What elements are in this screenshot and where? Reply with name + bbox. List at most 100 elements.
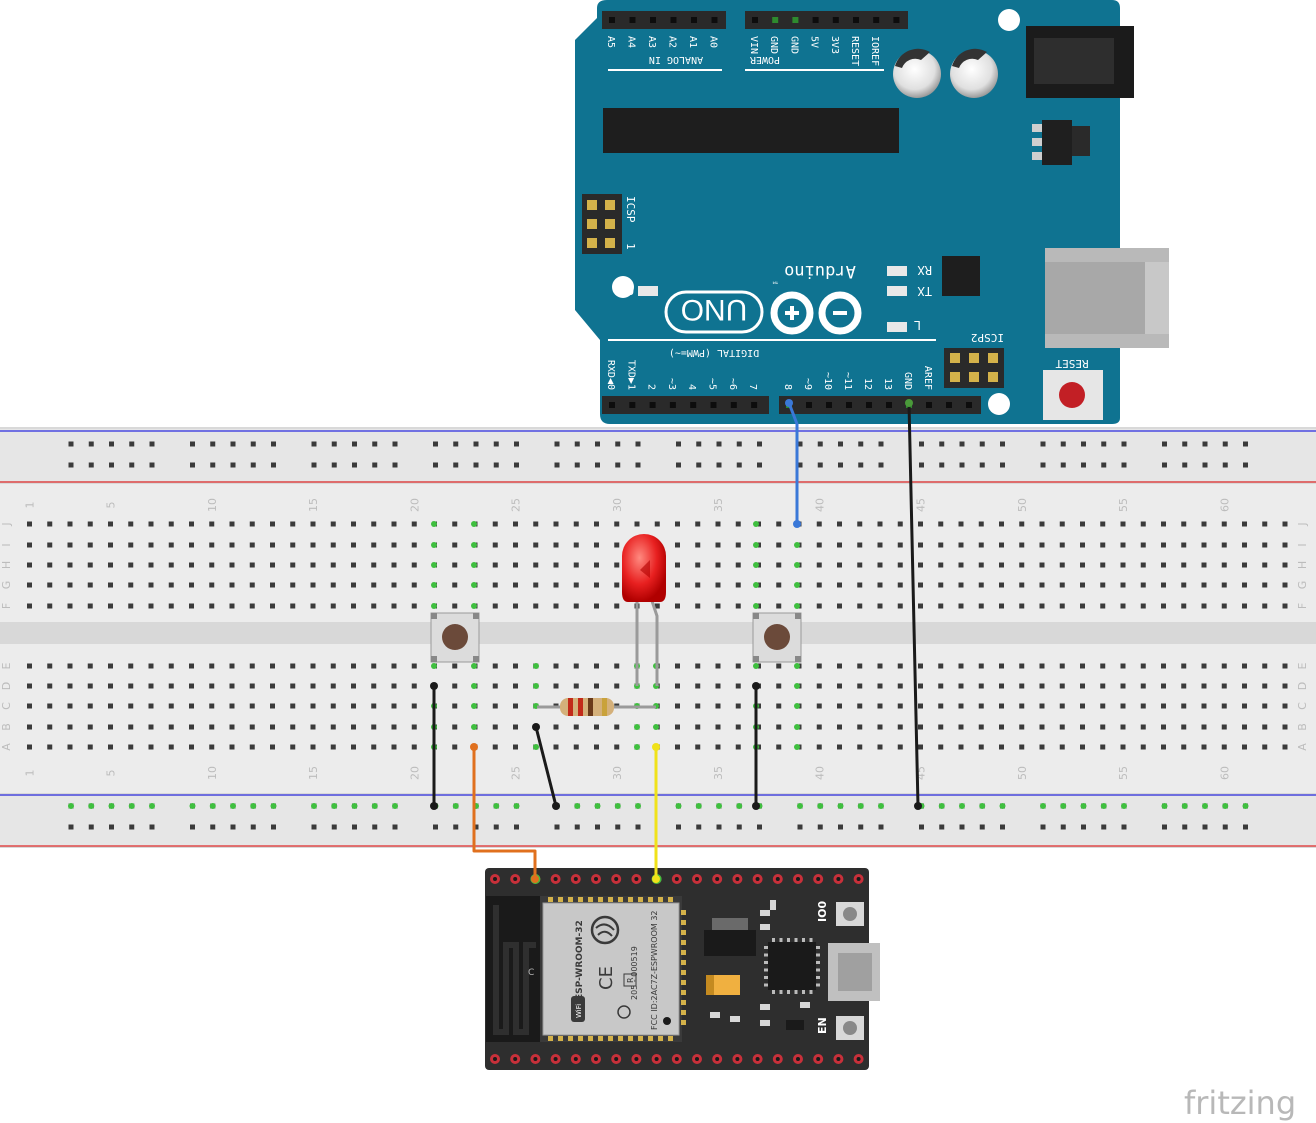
connected-hole: [431, 542, 437, 548]
ce-mark: CE: [596, 966, 617, 990]
breadboard-hole: [735, 603, 741, 609]
breadboard-hole: [108, 683, 113, 689]
breadboard-hole: [391, 521, 397, 527]
breadboard-hole: [513, 542, 518, 548]
breadboard-hole: [877, 562, 883, 568]
rail-hole: [493, 441, 499, 447]
chip-pin: [816, 983, 820, 987]
pin1-dot: [663, 1017, 671, 1025]
connected-hole: [128, 803, 135, 809]
breadboard-hole: [492, 703, 498, 709]
connected-hole: [794, 724, 800, 730]
breadboard-hole: [1181, 521, 1187, 527]
breadboard-hole: [67, 744, 73, 750]
breadboard-hole: [918, 542, 923, 548]
connected-hole: [574, 803, 581, 809]
resistor-band: [578, 698, 583, 716]
breadboard-hole: [330, 724, 336, 730]
header-pin: [690, 402, 697, 408]
button-cap[interactable]: [764, 624, 790, 650]
breadboard-hole: [1282, 724, 1288, 730]
breadboard-hole: [1080, 663, 1085, 669]
breadboard-hole: [877, 663, 883, 669]
connected-hole: [471, 562, 477, 568]
breadboard-hole: [452, 744, 458, 750]
breadboard-hole: [1181, 744, 1187, 750]
rail-hole: [1222, 462, 1228, 468]
breadboard-hole: [999, 683, 1004, 689]
en-button-cap[interactable]: [843, 1021, 857, 1035]
breadboard-hole: [310, 744, 316, 750]
breadboard-hole: [290, 542, 296, 548]
connected-hole: [594, 803, 601, 809]
header-pin: [609, 402, 615, 408]
row-letter: F: [1296, 603, 1309, 609]
breadboard-hole: [67, 521, 73, 527]
breadboard-hole: [1019, 582, 1025, 588]
header-pin: [629, 402, 636, 408]
reset-label: RESET: [1055, 357, 1088, 370]
button-cap[interactable]: [442, 624, 468, 650]
rail-hole: [473, 441, 479, 447]
push-button-left[interactable]: [430, 612, 480, 663]
row-letter: B: [0, 723, 13, 731]
breadboard-hole: [351, 582, 356, 588]
breadboard-hole: [1262, 744, 1268, 750]
breadboard-hole: [1221, 582, 1227, 588]
icsp-pin1-label: 1: [624, 243, 637, 250]
module-pad: [588, 1036, 593, 1041]
chip-pin: [802, 938, 805, 942]
breadboard-hole: [1140, 582, 1146, 588]
breadboard-hole: [1120, 703, 1126, 709]
push-button-right[interactable]: [752, 612, 802, 663]
connected-hole: [614, 803, 621, 809]
column-number: 55: [1117, 498, 1130, 512]
rail-hole: [1040, 441, 1046, 447]
breadboard-hole: [189, 744, 194, 750]
rail-hole: [979, 441, 985, 447]
breadboard-hole: [229, 703, 235, 709]
connected-hole: [959, 803, 965, 809]
breadboard-hole: [918, 724, 923, 730]
boot-button-cap[interactable]: [843, 907, 857, 921]
breadboard-hole: [47, 562, 53, 568]
rail-hole: [493, 462, 499, 468]
breadboard-hole: [857, 582, 863, 588]
pin-label: ~9: [802, 378, 813, 390]
tantalum-band: [706, 975, 714, 995]
esp32-pin-hole: [735, 1057, 740, 1061]
breadboard-hole: [958, 562, 964, 568]
breadboard-hole: [1242, 521, 1247, 527]
rail-hole: [311, 824, 317, 830]
breadboard-hole: [675, 744, 680, 750]
rail-hole: [129, 462, 135, 468]
breadboard-hole: [209, 724, 215, 730]
capacitor-mark: [952, 48, 987, 68]
connected-hole: [189, 803, 196, 809]
breadboard-hole: [1039, 562, 1045, 568]
header-pin: [806, 402, 812, 408]
breadboard-hole: [675, 683, 680, 689]
breadboard-hole: [958, 521, 964, 527]
connected-hole: [371, 803, 378, 809]
rail-hole: [109, 824, 114, 830]
breadboard-hole: [128, 724, 134, 730]
breadboard-hole: [1161, 683, 1166, 689]
connected-hole: [452, 803, 459, 809]
reset-button-cap[interactable]: [1059, 382, 1085, 408]
row-letter: A: [0, 743, 13, 751]
breadboard-hole: [715, 703, 721, 709]
column-number: 30: [611, 766, 624, 780]
r-mark: R: [626, 977, 635, 983]
breadboard-hole: [452, 582, 458, 588]
breadboard-hole: [249, 703, 255, 709]
module-pad: [548, 897, 553, 902]
connected-hole: [471, 683, 477, 689]
breadboard-hole: [128, 521, 134, 527]
rail-hole: [210, 824, 216, 830]
esp32-pin-hole: [614, 1057, 619, 1061]
breadboard-hole: [128, 542, 134, 548]
breadboard-hole: [128, 744, 134, 750]
tantalum-capacitor: [706, 975, 740, 995]
